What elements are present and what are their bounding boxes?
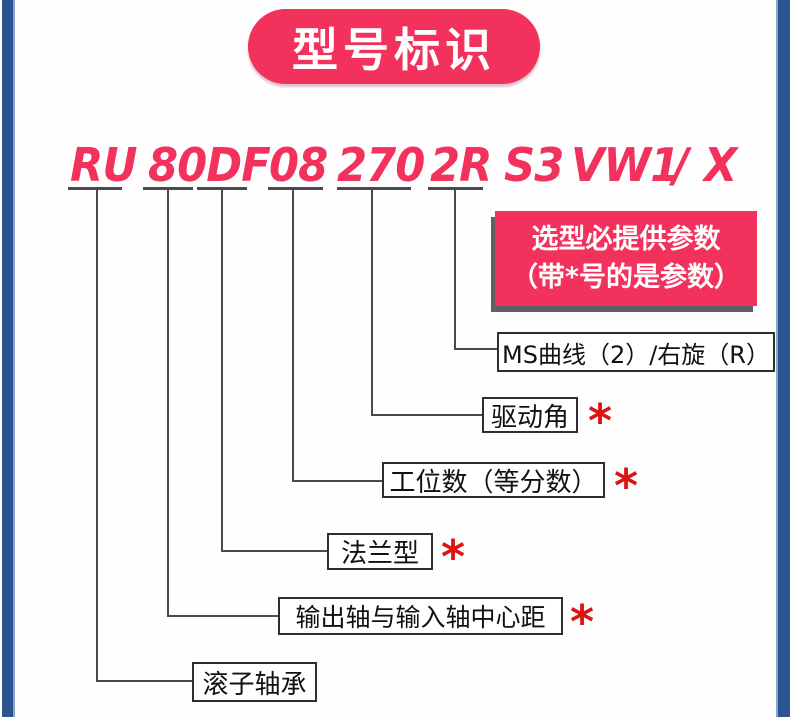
model-segment-slash: / xyxy=(673,138,689,192)
connector-hline xyxy=(293,480,382,482)
connector-hline xyxy=(168,615,278,617)
model-segment-x: X xyxy=(704,138,737,192)
model-segment-drive-angle: 270 xyxy=(337,138,425,192)
label-text: 法兰型 xyxy=(340,539,419,569)
label-box-flange-type: 法兰型 xyxy=(327,533,433,570)
connector-vline xyxy=(292,190,294,482)
required-asterisk: * xyxy=(441,530,466,584)
segment-underline xyxy=(268,187,323,190)
connector-hline xyxy=(97,680,192,682)
model-segment-vw1: VW1 xyxy=(571,138,680,192)
segment-underline xyxy=(197,187,247,190)
label-box-center-distance: 输出轴与输入轴中心距 xyxy=(278,597,563,635)
model-segment-bearing: RU xyxy=(70,138,137,192)
label-box-stations: 工位数（等分数） xyxy=(382,462,605,498)
label-text: 工位数（等分数） xyxy=(389,467,598,498)
required-asterisk: * xyxy=(570,595,595,649)
label-text: 输出轴与输入轴中心距 xyxy=(295,603,546,632)
left-edge-bar xyxy=(2,0,15,717)
callout-line-2: （带*号的是参数） xyxy=(510,261,742,293)
connector-vline xyxy=(454,190,456,350)
label-box-ms-curve: MS曲线（2）/右旋（R） xyxy=(497,332,775,372)
segment-underline xyxy=(68,187,122,190)
required-asterisk: * xyxy=(614,459,639,513)
model-segment-stations: 08 xyxy=(269,138,328,192)
model-segment-size-flange: 80DF xyxy=(148,138,271,192)
connector-vline xyxy=(96,190,98,682)
connector-vline xyxy=(221,190,223,552)
label-text: 驱动角 xyxy=(490,402,569,433)
page-title-banner: 型号标识 xyxy=(248,9,540,84)
connector-hline xyxy=(455,348,497,350)
callout-line-1: 选型必提供参数 xyxy=(531,223,721,255)
model-segment-s3: S3 xyxy=(504,138,564,192)
label-text: MS曲线（2）/右旋（R） xyxy=(502,340,770,369)
connector-hline xyxy=(222,550,327,552)
label-box-drive-angle: 驱动角 xyxy=(482,397,578,433)
segment-underline xyxy=(428,187,483,190)
right-edge-bar xyxy=(776,0,790,717)
required-params-callout: 选型必提供参数 （带*号的是参数） xyxy=(495,211,757,306)
required-asterisk: * xyxy=(588,394,613,448)
segment-underline xyxy=(337,187,411,190)
label-text: 滚子轴承 xyxy=(202,669,307,700)
page-title: 型号标识 xyxy=(292,22,496,77)
label-box-roller-bearing: 滚子轴承 xyxy=(192,662,317,702)
connector-vline xyxy=(167,190,169,617)
segment-underline xyxy=(143,187,193,190)
model-segment-curve-rotation: 2R xyxy=(430,138,492,192)
connector-hline xyxy=(372,414,482,416)
connector-vline xyxy=(371,190,373,416)
